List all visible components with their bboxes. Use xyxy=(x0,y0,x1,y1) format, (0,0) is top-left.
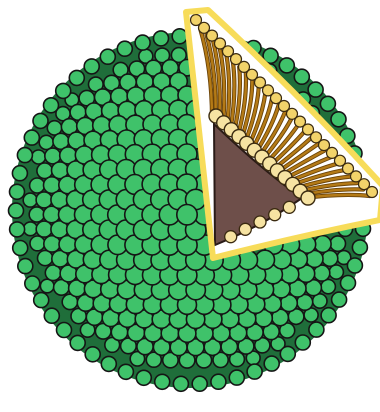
rim-head-group xyxy=(172,29,187,44)
rim-head-group xyxy=(192,376,207,391)
rim-head-group xyxy=(12,166,27,181)
rim-head-group xyxy=(85,347,100,362)
rim-head-group xyxy=(100,49,115,64)
rim-head-group xyxy=(13,241,28,256)
rim-head-group xyxy=(25,276,40,291)
rim-head-group xyxy=(154,31,169,46)
rim-head-group xyxy=(136,370,151,385)
rim-head-group xyxy=(101,356,116,371)
rim-head-group xyxy=(264,356,279,371)
head-group xyxy=(314,236,331,253)
rim-head-group xyxy=(9,203,24,218)
rim-head-group xyxy=(173,376,188,391)
inner-head-group xyxy=(283,201,295,213)
rim-head-group xyxy=(308,82,323,97)
head-group xyxy=(36,221,52,237)
head-group xyxy=(329,265,343,279)
rim-head-group xyxy=(69,70,84,85)
inner-head-group xyxy=(254,216,266,228)
rim-head-group xyxy=(309,322,324,337)
rim-head-group xyxy=(70,335,85,350)
rim-head-group xyxy=(57,323,72,338)
rim-head-group xyxy=(117,41,132,56)
head-group xyxy=(177,205,197,225)
head-group xyxy=(36,192,52,208)
inner-head-group xyxy=(301,191,315,205)
rim-head-group xyxy=(10,222,25,237)
rim-head-group xyxy=(33,113,48,128)
rim-head-group xyxy=(341,276,356,291)
rim-head-group xyxy=(56,83,71,98)
rim-head-group xyxy=(352,240,367,255)
rim-head-group xyxy=(24,130,39,145)
rim-head-group xyxy=(17,148,32,163)
head-group xyxy=(30,236,45,251)
rim-head-group xyxy=(84,59,99,74)
rim-head-group xyxy=(229,370,244,385)
rim-head-group xyxy=(247,364,262,379)
head-group xyxy=(39,135,53,149)
rim-head-group xyxy=(320,96,335,111)
rim-head-group xyxy=(44,308,59,323)
rim-head-group xyxy=(211,374,226,389)
head-group xyxy=(29,207,44,222)
rim-head-group xyxy=(155,374,170,389)
inner-head-group xyxy=(239,223,251,235)
head-group xyxy=(32,150,46,164)
rim-head-group xyxy=(347,258,362,273)
rim-head-group xyxy=(44,98,59,113)
head-group xyxy=(330,236,345,251)
rim-head-group xyxy=(332,292,347,307)
head-group xyxy=(23,193,37,207)
rim-head-group xyxy=(321,308,336,323)
rim-head-group xyxy=(18,259,33,274)
rim-head-group xyxy=(295,335,310,350)
rim-head-group xyxy=(331,112,346,127)
outer-leaflet-head xyxy=(367,187,378,198)
rim-head-group xyxy=(118,364,133,379)
head-group xyxy=(38,251,53,266)
head-group xyxy=(30,178,45,193)
rim-head-group xyxy=(10,184,25,199)
rim-head-group xyxy=(280,346,295,361)
head-group xyxy=(24,222,38,236)
rim-head-group xyxy=(34,293,49,308)
rim-head-group xyxy=(135,35,150,50)
inner-head-group xyxy=(225,231,237,243)
rim-head-group xyxy=(294,69,309,84)
inner-head-group xyxy=(269,209,281,221)
rim-head-group xyxy=(279,58,294,73)
